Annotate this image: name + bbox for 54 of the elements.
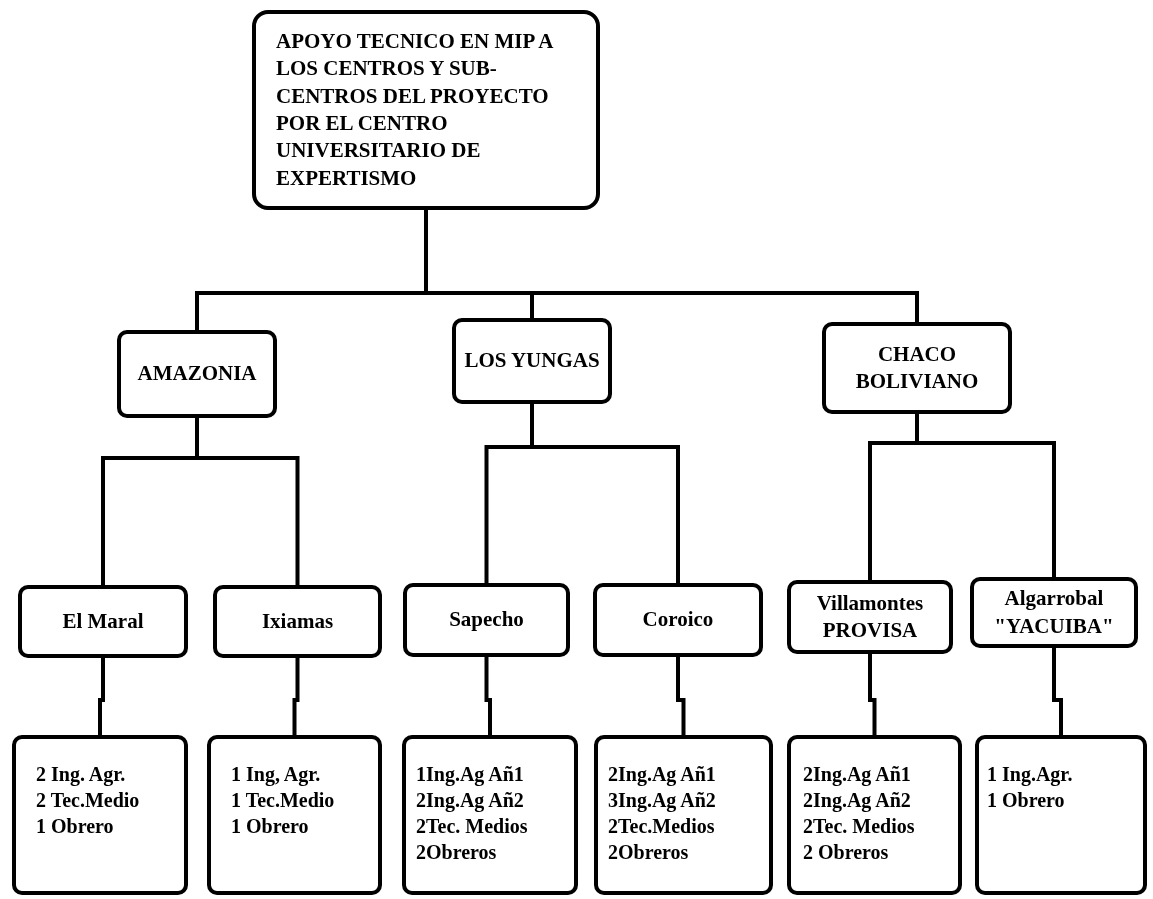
connector-line: [195, 418, 300, 585]
staff-line: 2Obreros: [416, 840, 497, 865]
connector-line: [484, 657, 492, 735]
staff-line: 2 Tec.Medio: [36, 788, 140, 813]
staff-line: 2 Ing. Agr.: [36, 762, 126, 787]
box-label: CHACO BOLIVIANO: [854, 340, 980, 395]
connector-line: [868, 654, 877, 735]
staff-line: 1 Obrero: [231, 814, 309, 839]
staff-line: 1 Obrero: [987, 788, 1065, 813]
box-label: AMAZONIA: [136, 360, 258, 388]
center-box: [18, 585, 188, 658]
staff-line: 2Tec. Medios: [803, 814, 915, 839]
connector-line: [915, 414, 1056, 577]
connector-line: [1052, 648, 1063, 735]
connector-line: [676, 657, 686, 735]
staff-box: [207, 735, 382, 895]
staff-line: 2Obreros: [608, 840, 689, 865]
staff-line: 3Ing.Ag Añ2: [608, 788, 716, 813]
staff-line: 2 Obreros: [803, 840, 889, 865]
staff-line: 1Ing.Ag Añ1: [416, 762, 524, 787]
connector-line: [98, 658, 105, 735]
staff-line: 2Tec. Medios: [416, 814, 528, 839]
staff-line: 1 Obrero: [36, 814, 114, 839]
staff-line: 2Ing.Ag Añ1: [608, 762, 716, 787]
center-box: [403, 583, 570, 657]
center-box: [213, 585, 382, 658]
box-label: Coroico: [641, 606, 715, 634]
center-box: [787, 580, 953, 654]
box-label: Sapecho: [448, 606, 525, 634]
staff-line: 2Ing.Ag Añ2: [803, 788, 911, 813]
region-box: [452, 318, 612, 404]
staff-line: 2Ing.Ag Añ1: [803, 762, 911, 787]
staff-line: 2Ing.Ag Añ2: [416, 788, 524, 813]
box-label: LOS YUNGAS: [463, 347, 601, 375]
staff-box: [402, 735, 578, 895]
staff-box: [594, 735, 773, 895]
box-label: Villamontes PROVISA: [815, 589, 925, 644]
box-label: APOYO TECNICO EN MIP A LOS CENTROS Y SUB-CENTROS DEL PROYECTO POR EL CENTRO UNIVERSITARIO DE EXPERTISMO: [276, 28, 554, 192]
staff-box: [975, 735, 1147, 895]
staff-line: 1 Ing.Agr.: [987, 762, 1073, 787]
box-label: Ixiamas: [260, 607, 335, 635]
staff-line: 1 Tec.Medio: [231, 788, 335, 813]
staff-box: [787, 735, 962, 895]
box-label: El Maral: [61, 607, 145, 635]
center-box: [970, 577, 1138, 648]
staff-line: 2Tec.Medios: [608, 814, 715, 839]
region-box: [117, 330, 277, 418]
staff-line: 1 Ing, Agr.: [231, 762, 321, 787]
staff-box: [12, 735, 188, 895]
center-box: [593, 583, 763, 657]
region-box: [822, 322, 1012, 414]
title-box: [252, 10, 600, 210]
box-label: Algarrobal "YACUIBA": [993, 585, 1115, 640]
connector-line: [292, 658, 300, 735]
